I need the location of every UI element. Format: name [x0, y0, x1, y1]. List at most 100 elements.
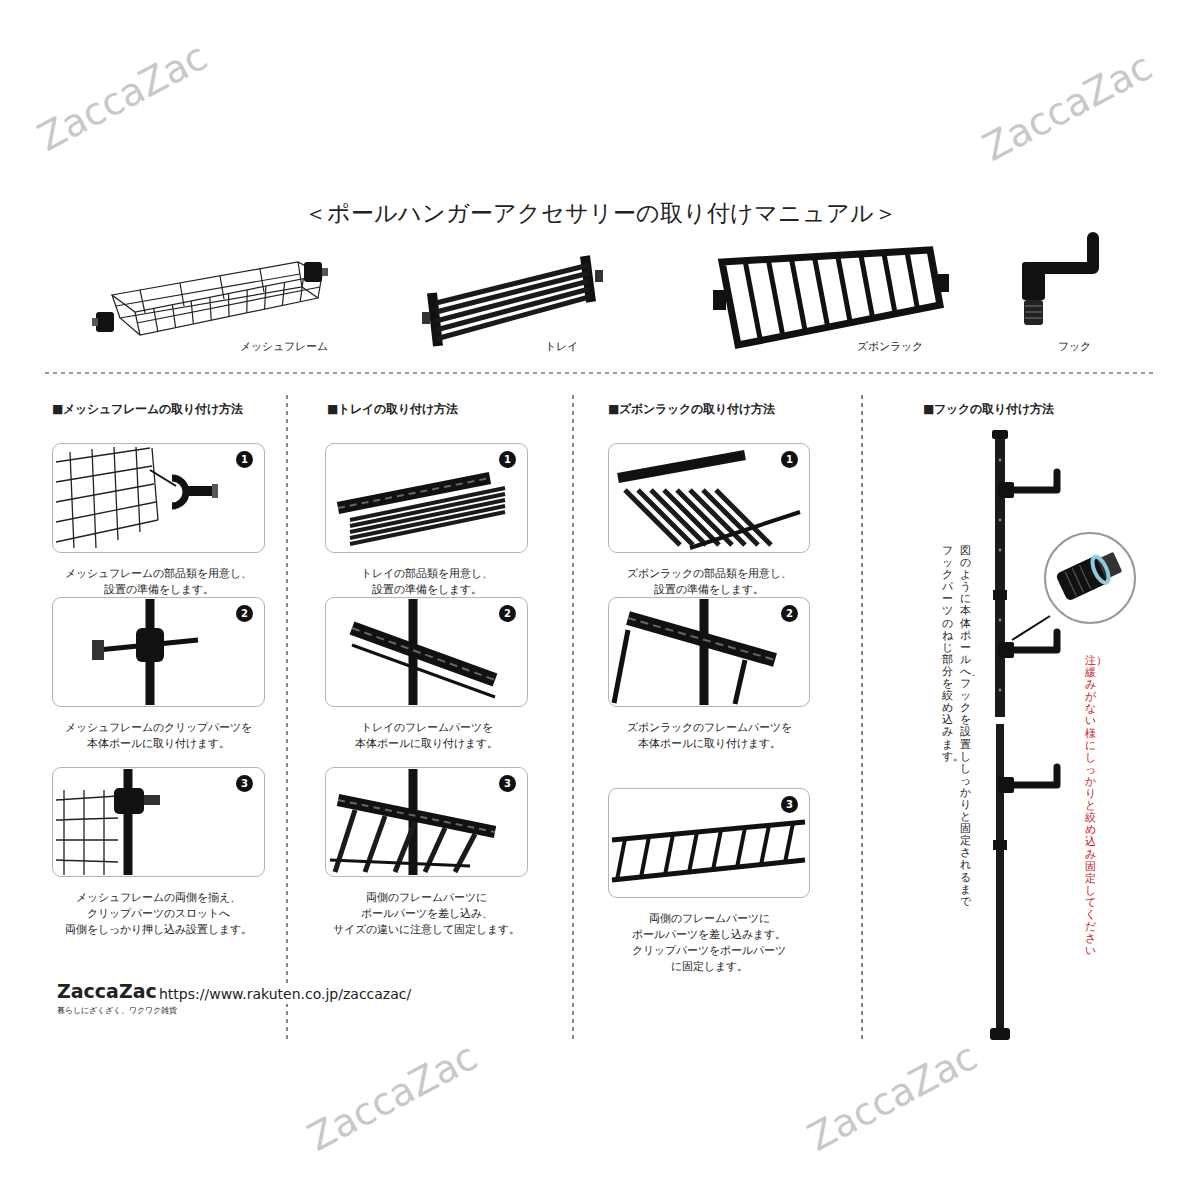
step-number-badge: 1 [499, 451, 516, 468]
step-caption: ズボンラックの部品類を用意し、 設置の準備をします。 [603, 566, 815, 598]
step-number-badge: 3 [499, 775, 516, 792]
section-heading: ■フックの取り付け方法 [923, 402, 1054, 417]
tray-step3-art [330, 769, 495, 875]
clamp-part [92, 318, 98, 326]
mesh-step3-art [124, 769, 133, 875]
pole-with-hooks [993, 840, 1007, 850]
step-caption: メッシュフレームの部品類を用意し、 設置の準備をします。 [47, 566, 270, 598]
brand-logo: ZaccaZac [57, 980, 157, 1004]
pants-rack-product [713, 290, 726, 310]
divider-line [572, 395, 573, 1040]
mesh-frame-product [116, 274, 320, 323]
tray-product [422, 312, 430, 324]
rack-step1-art [625, 490, 771, 545]
mesh-step1-art [172, 478, 186, 506]
mesh-step1-art [56, 447, 186, 548]
step-number-badge: 1 [236, 451, 253, 468]
pants-rack-product [745, 261, 760, 341]
rack-step2-art [628, 618, 775, 660]
pole-with-hooks [1012, 616, 1050, 640]
tray-step3-art [335, 810, 355, 872]
rack-step3-art [641, 837, 649, 878]
tray-product [422, 256, 603, 346]
clamp-part [322, 268, 328, 276]
tray-step1-art [350, 506, 505, 538]
pants-rack-product [745, 251, 918, 340]
pants-rack-product [936, 274, 949, 292]
tray-product [595, 270, 603, 282]
mesh-frame-product [112, 262, 322, 312]
rack-step1-art [690, 490, 745, 545]
pole-with-hooks [990, 1028, 1010, 1040]
pole-with-hooks [999, 549, 1002, 552]
step-panel: 両側のフレームパーツに ポールパーツを差し込み、 サイズの違いに注意して固定しま… [325, 767, 528, 877]
mesh-step1-art [70, 447, 158, 548]
step-panel: メッシュフレームのクリップパーツを 本体ポールに取り付けます。2 [52, 597, 265, 707]
rack-step3-art [737, 828, 745, 868]
pole-with-hooks [999, 459, 1002, 462]
step-number-badge: 2 [499, 605, 516, 622]
step-caption: ズボンラックのフレームパーツを 本体ポールに取り付けます。 [603, 720, 815, 752]
rack-step3-art [785, 823, 793, 862]
rack-step2-art [735, 660, 745, 704]
rack-step1-art [618, 455, 745, 478]
pole-with-hooks [999, 519, 1002, 522]
tray-step1-art [338, 478, 505, 544]
hook-product [1024, 300, 1043, 325]
pole-with-hooks [999, 689, 1002, 692]
step-panel: メッシュフレームの両側を揃え、 クリップパーツのスロットへ 両側をしっかり押し込… [52, 767, 265, 877]
section-heading: ■ズボンラックの取り付け方法 [608, 402, 775, 417]
tray-product [436, 273, 589, 312]
step-caption: トレイの部品類を用意し、 設置の準備をします。 [320, 566, 533, 598]
pole-with-hooks [998, 482, 1014, 498]
tray-step3-art [338, 800, 495, 832]
rack-step2-art [700, 599, 709, 705]
step-panel: 両側のフレームパーツに ポールパーツを差し込みます。 クリップパーツをポールパー… [608, 788, 810, 898]
pole-with-hooks [998, 642, 1014, 658]
clamp-part [304, 262, 322, 282]
step-panel: ズボンラックのフレームパーツを 本体ポールに取り付けます。2 [608, 597, 810, 707]
pants-rack-product [884, 253, 895, 314]
step-caption: 両側のフレームパーツに ポールパーツを差し込み、 サイズの違いに注意して固定しま… [320, 890, 533, 938]
tray-step2-art [352, 599, 495, 705]
watermark: ZaccaZac [800, 1033, 985, 1162]
tray-step3-art [338, 800, 495, 832]
step-number-badge: 3 [781, 796, 798, 813]
pants-rack-product [838, 255, 851, 322]
shop-url: https://www.rakuten.co.jp/zaccazac/ [156, 986, 414, 1004]
pants-rack-product [791, 258, 805, 332]
part-name: ズボンラック [857, 340, 923, 354]
pants-rack-product [768, 259, 783, 336]
step-number: 2 [786, 609, 793, 619]
part-name: メッシュフレーム [240, 340, 328, 354]
tray-step1-art [350, 512, 505, 544]
rack-step3-art [612, 822, 805, 840]
hook-product [1022, 238, 1093, 325]
mesh-frame-product [112, 262, 322, 335]
clip-part [212, 484, 218, 498]
brand-tagline: 暮らしにざくざく、ワクワク雑貨 [57, 1006, 177, 1016]
divider-line [45, 373, 1155, 1040]
tray-step3-art [330, 860, 470, 866]
caution-note: 注）緩みがない様にしっかりと絞め込み固定してください [1085, 655, 1096, 957]
hook-product [1022, 262, 1045, 300]
mesh-step2-art [136, 628, 164, 662]
pole-with-hooks [995, 439, 1005, 717]
step-number: 1 [504, 455, 511, 465]
watermark: ZaccaZac [300, 1033, 485, 1162]
rack-step3-art [689, 832, 697, 872]
step-number-badge: 1 [781, 451, 798, 468]
mesh-step3-art [144, 795, 160, 805]
step-number: 2 [504, 609, 511, 619]
step-number: 1 [786, 455, 793, 465]
mesh-step1-art [150, 470, 176, 486]
step-panel: メッシュフレームの部品類を用意し、 設置の準備をします。1 [52, 443, 265, 553]
detail-magnifier [1089, 555, 1112, 585]
step-caption: 両側のフレームパーツに ポールパーツを差し込みます。 クリップパーツをポールパー… [603, 911, 815, 975]
watermark: ZaccaZac [975, 43, 1160, 172]
rack-step1-art [690, 512, 800, 548]
pole-with-hooks [992, 430, 1008, 439]
divider-line [861, 395, 862, 1040]
